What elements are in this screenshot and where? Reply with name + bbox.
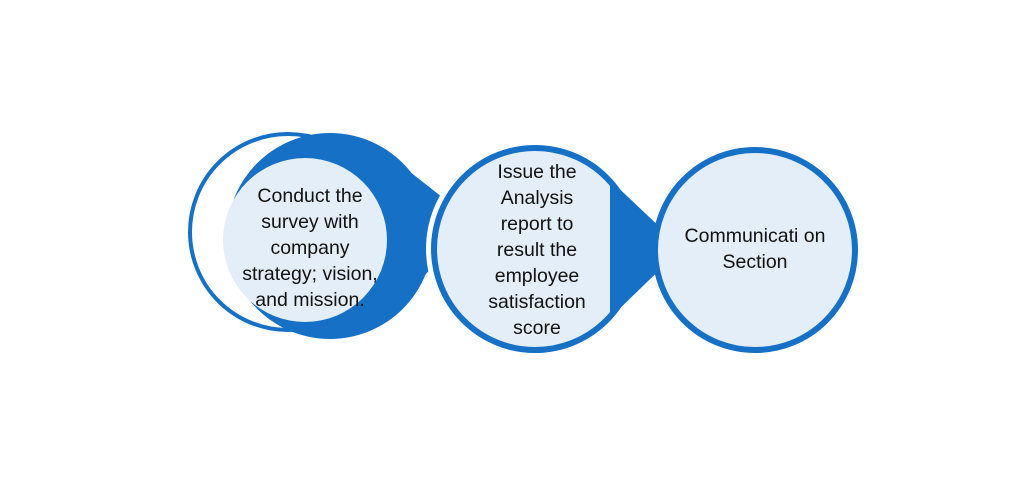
- step-3-circle: [652, 147, 858, 353]
- step-2-label: Issue the Analysis report to result the …: [488, 161, 586, 339]
- step-3-label: Communicati on Section: [684, 225, 826, 273]
- step-1-label: Conduct the survey with company strategy…: [242, 184, 378, 311]
- step-1-circle: [223, 158, 387, 322]
